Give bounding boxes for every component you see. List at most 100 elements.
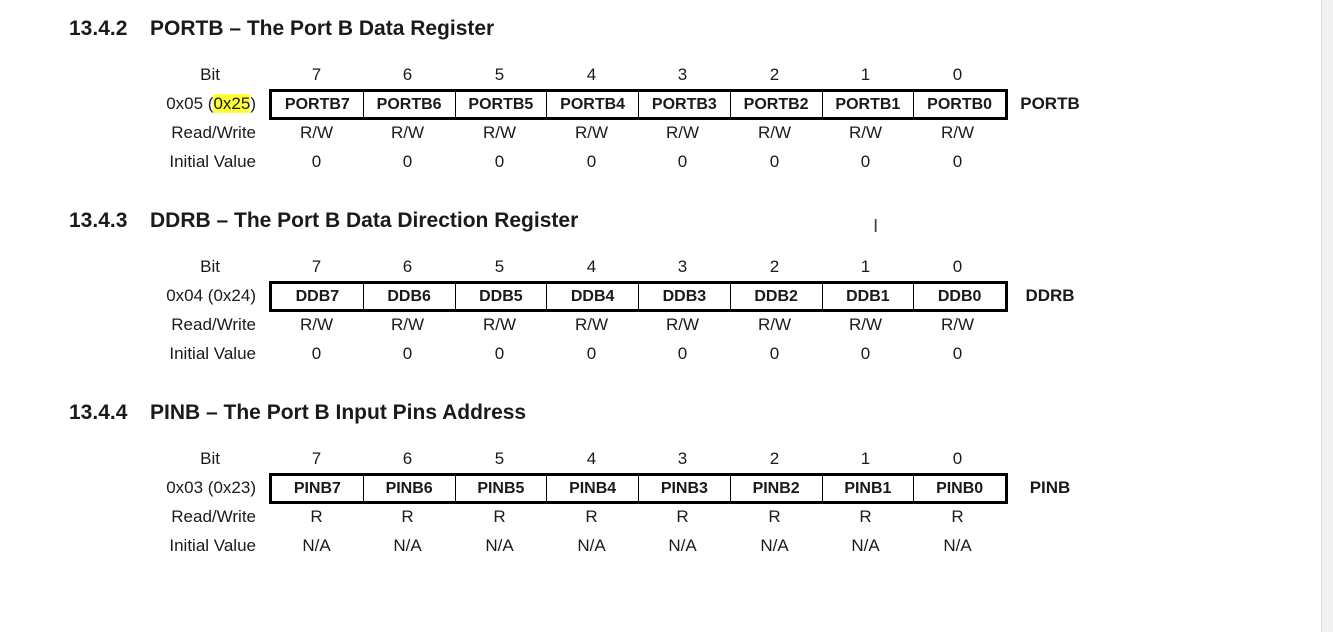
register-bit-cell: DDB1 — [821, 284, 914, 309]
bit-number: 6 — [402, 449, 413, 468]
bit-number: 1 — [860, 65, 871, 84]
register-bit-cell: DDB0 — [913, 284, 1005, 309]
access-value: R — [859, 507, 872, 526]
access-value: R — [768, 507, 781, 526]
bit-number: 3 — [677, 449, 688, 468]
bit-number: 1 — [860, 257, 871, 276]
register-bit-cell: PINB2 — [729, 476, 822, 501]
register-bit-cell: PINB3 — [638, 476, 730, 501]
section-title: PORTB – The Port B Data Register — [150, 17, 495, 40]
initial-value: 0 — [769, 152, 780, 171]
access-value: R/W — [482, 315, 517, 334]
section-title: DDRB – The Port B Data Direction Registe… — [150, 209, 579, 232]
access-value: R — [401, 507, 414, 526]
initial-value: 0 — [311, 152, 322, 171]
bit-number: 7 — [311, 449, 322, 468]
register-bit-cell: PORTB6 — [362, 92, 455, 117]
register-name: PORTB — [1020, 94, 1080, 113]
initial-value: 0 — [494, 344, 505, 363]
access-value: R/W — [940, 123, 975, 142]
register-bit-cell: PORTB7 — [284, 96, 350, 113]
register-address: 0x04 (0x24) — [0, 281, 256, 310]
bit-number: 2 — [769, 65, 780, 84]
initial-value: 0 — [677, 152, 688, 171]
access-value: R/W — [757, 123, 792, 142]
register-bit-cell: PORTB5 — [454, 92, 547, 117]
access-value: R/W — [299, 123, 334, 142]
register-bit-cell: PINB0 — [913, 476, 1005, 501]
register-bit-cell: DDB4 — [546, 284, 638, 309]
bit-number: 7 — [311, 65, 322, 84]
bit-number: 4 — [586, 65, 597, 84]
section-number: 13.4.3 — [69, 209, 128, 232]
read-write-label: Read/Write — [171, 123, 256, 142]
initial-value: 0 — [860, 344, 871, 363]
access-value: R/W — [574, 315, 609, 334]
register-bit-cell: PORTB0 — [913, 92, 1005, 117]
access-value: R/W — [390, 315, 425, 334]
register-bit-cell: PINB4 — [546, 476, 638, 501]
address-text: 0x03 (0x23) — [166, 478, 256, 497]
register-bit-cell: DDB3 — [638, 284, 730, 309]
access-value: R — [951, 507, 964, 526]
initial-value-label: Initial Value — [169, 536, 256, 555]
access-value: R/W — [665, 315, 700, 334]
access-value: R/W — [299, 315, 334, 334]
access-value: R/W — [848, 123, 883, 142]
register-bit-cell: PINB6 — [362, 476, 455, 501]
register-section: 13.4.3 DDRB – The Port B Data Direction R… — [0, 209, 1322, 399]
bit-number: 5 — [494, 65, 505, 84]
bit-number: 5 — [494, 449, 505, 468]
initial-value: N/A — [851, 536, 880, 555]
initial-value: 0 — [494, 152, 505, 171]
access-value: R — [676, 507, 689, 526]
text-cursor-icon: I — [873, 216, 879, 237]
initial-value: 0 — [952, 344, 963, 363]
bit-number: 6 — [402, 65, 413, 84]
register-bit-cell: PINB1 — [821, 476, 914, 501]
bit-label: Bit — [200, 257, 220, 276]
initial-value: 0 — [311, 344, 322, 363]
register-bit-cell: PINB5 — [454, 476, 547, 501]
access-value: R/W — [940, 315, 975, 334]
bit-number: 1 — [860, 449, 871, 468]
initial-value: N/A — [302, 536, 331, 555]
bit-label: Bit — [200, 65, 220, 84]
section-heading: 13.4.2 PORTB – The Port B Data Register — [69, 17, 494, 41]
section-number: 13.4.2 — [69, 17, 128, 40]
access-value: R/W — [482, 123, 517, 142]
register-address: 0x05 (0x25) — [0, 89, 256, 118]
initial-value: N/A — [485, 536, 514, 555]
register-bit-cell: DDB2 — [729, 284, 822, 309]
read-write-label: Read/Write — [171, 315, 256, 334]
register-bit-cell: PORTB1 — [821, 92, 914, 117]
bit-number: 0 — [952, 65, 963, 84]
access-value: R/W — [665, 123, 700, 142]
register-bit-cell: PORTB4 — [546, 92, 638, 117]
register-bit-cell: DDB7 — [295, 288, 340, 305]
initial-value: N/A — [668, 536, 697, 555]
address-highlight: 0x25 — [213, 94, 251, 113]
access-value: R — [310, 507, 323, 526]
bit-number: 5 — [494, 257, 505, 276]
register-bit-cell: PORTB2 — [729, 92, 822, 117]
section-number: 13.4.4 — [69, 401, 128, 424]
access-value: R — [585, 507, 598, 526]
bit-number: 7 — [311, 257, 322, 276]
register-name: DDRB — [1025, 286, 1075, 305]
access-value: R/W — [848, 315, 883, 334]
initial-value: N/A — [577, 536, 606, 555]
initial-value: 0 — [402, 344, 413, 363]
initial-value: 0 — [677, 344, 688, 363]
read-write-label: Read/Write — [171, 507, 256, 526]
initial-value: 0 — [402, 152, 413, 171]
initial-value: 0 — [586, 152, 597, 171]
initial-value: N/A — [760, 536, 789, 555]
scrollbar-edge[interactable] — [1321, 0, 1333, 632]
initial-value: N/A — [393, 536, 422, 555]
